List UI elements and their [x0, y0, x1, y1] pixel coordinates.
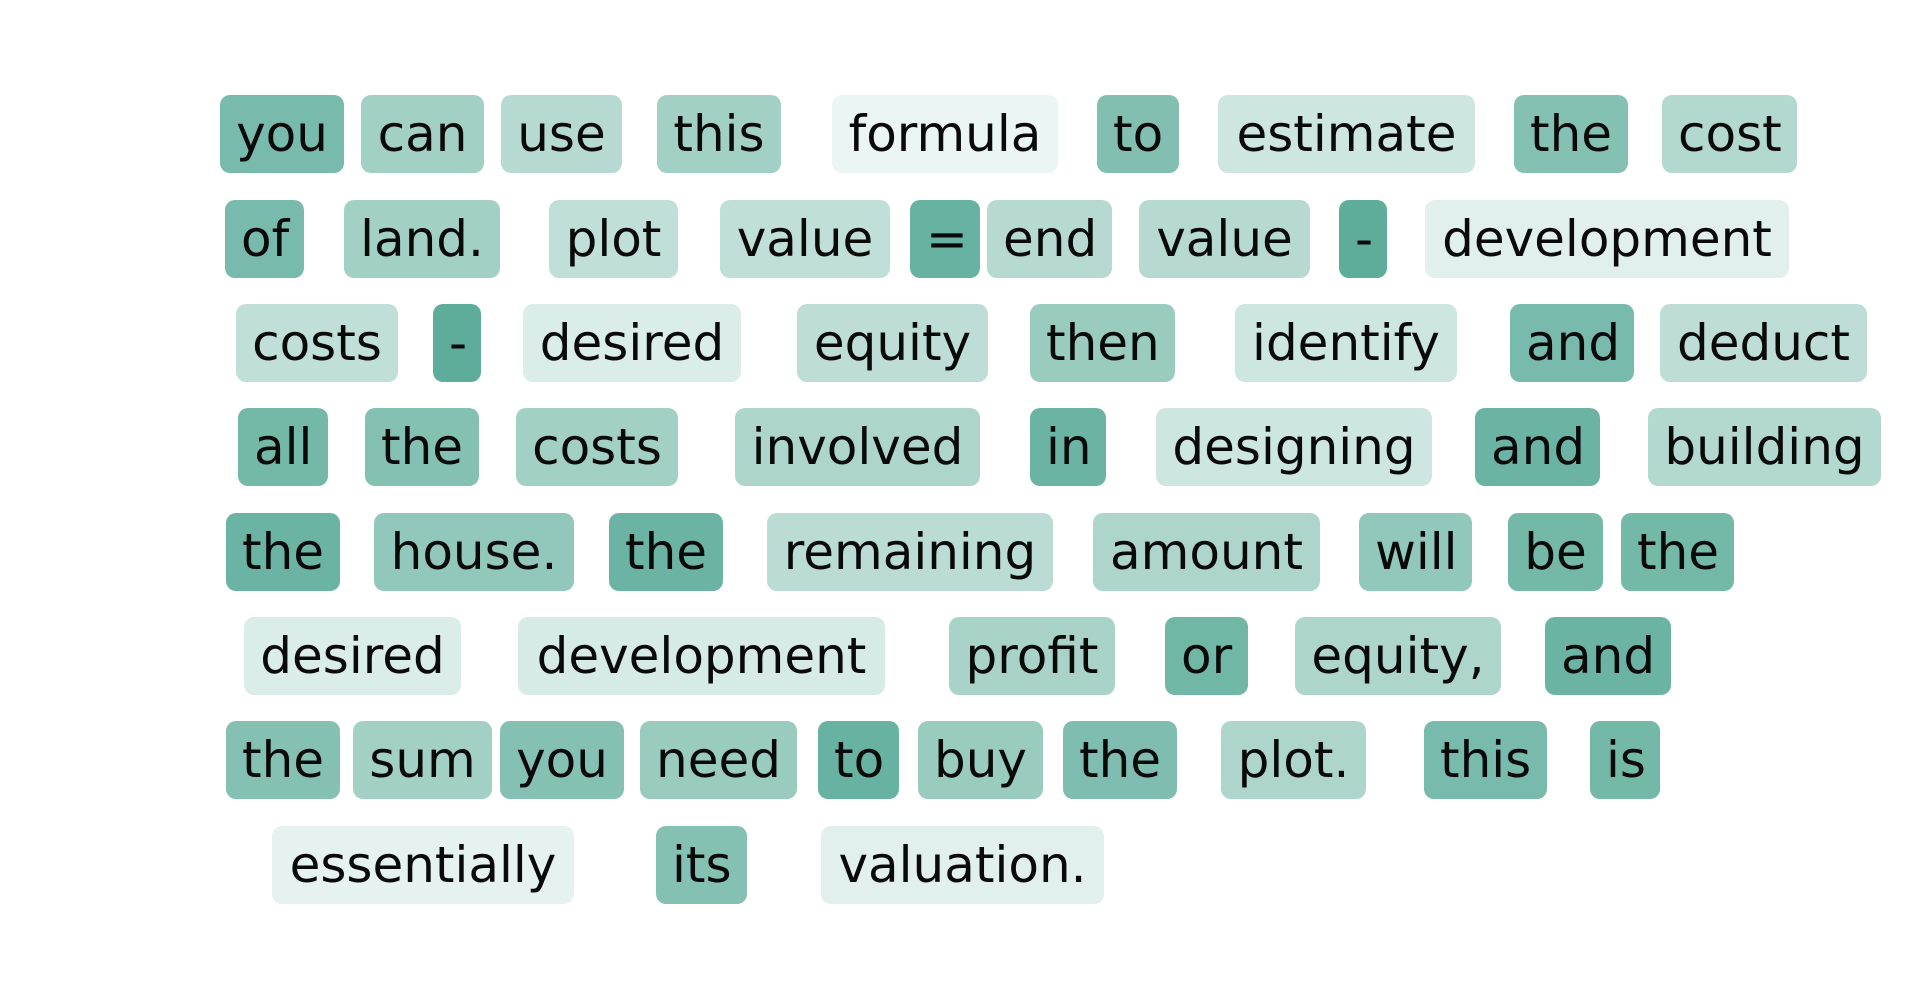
token-chip: its: [656, 826, 747, 904]
token-chip: the: [609, 513, 723, 591]
token-chip: of: [225, 200, 304, 278]
token-chip: amount: [1093, 513, 1320, 591]
token-chip: the: [1621, 513, 1734, 591]
token-chip: -: [1339, 200, 1387, 278]
token-chip: formula: [832, 95, 1058, 173]
token-chip: land.: [344, 200, 500, 278]
token-chip: value: [720, 200, 890, 278]
token-chip: is: [1590, 721, 1660, 799]
token-chip: building: [1648, 408, 1881, 486]
token-chip: this: [657, 95, 781, 173]
token-chip: identify: [1235, 304, 1457, 382]
token-chip: desired: [523, 304, 741, 382]
token-chip: the: [365, 408, 479, 486]
token-chip: development: [518, 617, 885, 695]
token-chip: to: [818, 721, 899, 799]
token-chip: and: [1475, 408, 1600, 486]
token-chip: equity,: [1295, 617, 1501, 695]
token-chip: end: [987, 200, 1112, 278]
token-chip: all: [238, 408, 328, 486]
token-chip: valuation.: [821, 826, 1104, 904]
token-chip: estimate: [1218, 95, 1475, 173]
token-chip: involved: [735, 408, 980, 486]
token-chip: you: [220, 95, 344, 173]
token-chip: will: [1359, 513, 1472, 591]
token-chip: desired: [244, 617, 461, 695]
token-chip: or: [1165, 617, 1248, 695]
token-chip: =: [910, 200, 980, 278]
token-chip: equity: [797, 304, 988, 382]
token-chip: designing: [1156, 408, 1432, 486]
token-chip: value: [1139, 200, 1310, 278]
token-chip: use: [501, 95, 622, 173]
token-chip: to: [1097, 95, 1179, 173]
token-chip: this: [1424, 721, 1547, 799]
token-chip: and: [1545, 617, 1671, 695]
token-chip: essentially: [272, 826, 574, 904]
token-chip: costs: [516, 408, 678, 486]
token-chip: the: [1063, 721, 1177, 799]
token-chip: cost: [1662, 95, 1797, 173]
token-chip: need: [640, 721, 797, 799]
token-chip: can: [361, 95, 484, 173]
token-chip: be: [1508, 513, 1603, 591]
token-chip: sum: [353, 721, 492, 799]
token-chip: plot.: [1221, 721, 1366, 799]
token-chip: you: [500, 721, 624, 799]
token-chip: plot: [549, 200, 678, 278]
token-chip: and: [1510, 304, 1634, 382]
token-chip: development: [1425, 200, 1789, 278]
token-chip: remaining: [767, 513, 1053, 591]
token-chip: deduct: [1660, 304, 1867, 382]
token-chip: costs: [236, 304, 398, 382]
token-chip: house.: [374, 513, 574, 591]
token-chip: buy: [918, 721, 1043, 799]
token-chip: -: [433, 304, 481, 382]
token-chip: profit: [949, 617, 1115, 695]
token-chip: then: [1030, 304, 1175, 382]
token-chip: the: [226, 721, 340, 799]
token-chip: the: [226, 513, 340, 591]
token-chip: in: [1030, 408, 1106, 486]
token-chip: the: [1514, 95, 1628, 173]
